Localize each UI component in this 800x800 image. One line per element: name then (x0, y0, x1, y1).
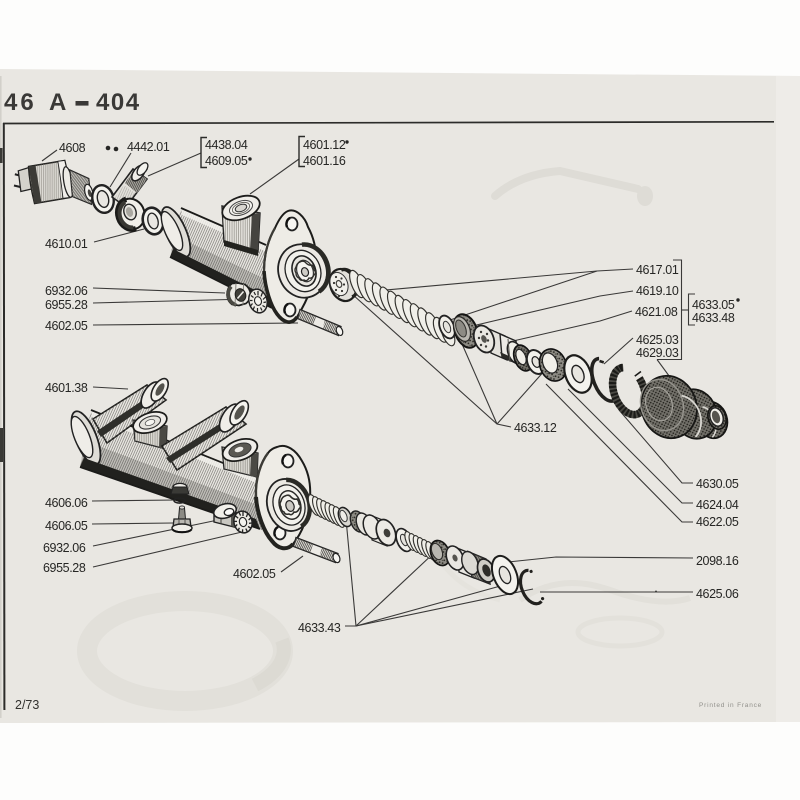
svg-text:4633.05: 4633.05 (692, 298, 735, 312)
svg-text:4602.05: 4602.05 (233, 567, 276, 581)
svg-text:4610.01: 4610.01 (45, 237, 88, 251)
svg-text:4601.38: 4601.38 (45, 381, 88, 395)
svg-text:4625.03: 4625.03 (636, 333, 679, 347)
svg-text:4629.03: 4629.03 (636, 346, 679, 360)
svg-text:4625.06: 4625.06 (696, 587, 739, 601)
svg-text:4619.10: 4619.10 (636, 284, 679, 298)
svg-text:4624.04: 4624.04 (696, 498, 739, 512)
svg-text:6932.06: 6932.06 (43, 541, 86, 555)
svg-text:4630.05: 4630.05 (696, 477, 739, 491)
svg-text:6955.28: 6955.28 (45, 298, 88, 312)
svg-text:404: 404 (96, 89, 141, 116)
svg-text:4621.08: 4621.08 (635, 305, 678, 319)
svg-text:4602.05: 4602.05 (45, 319, 88, 333)
svg-text:4633.43: 4633.43 (298, 621, 341, 635)
svg-text:4622.05: 4622.05 (696, 515, 739, 529)
svg-text:4442.01: 4442.01 (127, 140, 170, 154)
svg-text:4608: 4608 (59, 141, 86, 155)
svg-text:4606.06: 4606.06 (45, 496, 88, 510)
svg-text:46: 46 (4, 89, 37, 116)
svg-text:2098.16: 2098.16 (696, 554, 739, 568)
svg-text:4601.16: 4601.16 (303, 154, 346, 168)
svg-text:6932.06: 6932.06 (45, 284, 88, 298)
svg-text:4609.05: 4609.05 (205, 154, 248, 168)
svg-text:2/73: 2/73 (15, 698, 39, 712)
svg-text:4606.05: 4606.05 (45, 519, 88, 533)
svg-text:6955.28: 6955.28 (43, 561, 86, 575)
svg-text:4633.48: 4633.48 (692, 311, 735, 325)
svg-text:4438.04: 4438.04 (205, 138, 248, 152)
svg-text:A: A (49, 89, 66, 116)
svg-text:4633.12: 4633.12 (514, 421, 557, 435)
svg-text:4617.01: 4617.01 (636, 263, 679, 277)
svg-text:4601.12: 4601.12 (303, 138, 346, 152)
svg-text:Printed in France: Printed in France (699, 702, 762, 709)
